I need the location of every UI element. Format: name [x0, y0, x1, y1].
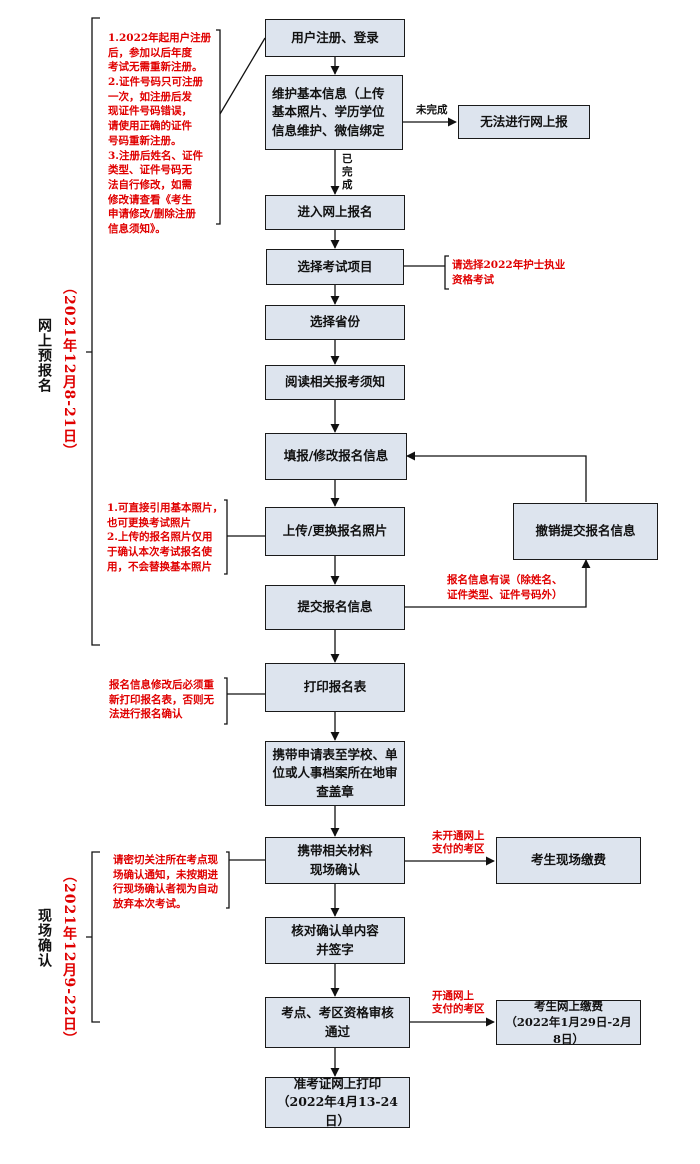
phase-onsite-date: （2021年12月9-22日）	[61, 868, 77, 1047]
note-print: 报名信息修改后必须重 新打印报名表，否则无 法进行报名确认	[109, 679, 214, 721]
label-online-pay-open: 开通网上 支付的考区	[432, 990, 485, 1016]
note-onsite: 请密切关注所在考点现 场确认通知，未按期进 行现场确认者视为自动 放弃本次考试。	[113, 854, 218, 911]
bracket-photo-note	[224, 499, 228, 575]
step-online-pay: 考生网上缴费 （2022年1月29日-2月8日）	[496, 999, 641, 1046]
step-fill-info: 填报/修改报名信息	[265, 433, 407, 480]
note-photo: 1.可直接引用基本照片， 也可更换考试照片 2.上传的报名照片仅用 于确认本次考…	[107, 502, 223, 573]
phase-online-title: 网上预报名	[36, 318, 52, 393]
step-read-notice: 阅读相关报考须知	[265, 365, 405, 400]
brace-onsite	[86, 851, 100, 1023]
step-onsite-confirm: 携带相关材料 现场确认	[265, 837, 405, 884]
step-onsite-pay: 考生现场缴费	[496, 837, 641, 884]
phase-online-date: （2021年12月8-21日）	[61, 280, 77, 459]
bracket-onsite-note	[226, 851, 230, 909]
bracket-exam-note	[444, 255, 449, 290]
step-register: 用户注册、登录	[265, 19, 405, 57]
arrow-cancel-to-fill	[406, 451, 587, 502]
step-enter-apply: 进入网上报名	[265, 195, 405, 230]
phase-onsite-title: 现场确认	[36, 908, 52, 968]
step-upload-photo: 上传/更换报名照片	[265, 507, 405, 556]
step-admit-card: 准考证网上打印 （2022年4月13-24日）	[265, 1076, 410, 1128]
step-select-province: 选择省份	[265, 305, 405, 340]
bracket-print-note	[224, 677, 228, 725]
step-basic-info: 维护基本信息（上传 基本照片、学历学位 信息维护、微信绑定	[265, 75, 403, 150]
label-not-done: 未完成	[416, 104, 448, 116]
step-verify-sign: 核对确认单内容 并签字	[265, 917, 405, 964]
step-qualification: 考点、考区资格审核 通过	[265, 997, 410, 1048]
brace-online	[86, 17, 100, 646]
label-no-online-pay: 未开通网上 支付的考区	[432, 830, 485, 856]
step-cancel-submit: 撤销提交报名信息	[513, 503, 658, 560]
note-register: 1.2022年起用户注册 后，参加以后年度 考试无需重新注册。 2.证件号码只可…	[108, 32, 212, 235]
step-stamp: 携带申请表至学校、单 位或人事档案所在地审 查盖章	[265, 741, 405, 806]
note-select-exam: 请选择2022年护士执业 资格考试	[452, 259, 566, 286]
bracket-register-note	[216, 29, 221, 225]
step-cannot-apply: 无法进行网上报	[458, 105, 590, 139]
note-error: 报名信息有误（除姓名、 证件类型、证件号码外）	[447, 574, 563, 601]
step-print-form: 打印报名表	[265, 663, 405, 712]
leader-register	[219, 37, 266, 115]
step-select-exam: 选择考试项目	[266, 249, 404, 285]
arrow-submit-to-cancel	[405, 559, 591, 608]
step-submit-info: 提交报名信息	[265, 585, 405, 630]
label-done: 已 完 成	[342, 153, 353, 192]
